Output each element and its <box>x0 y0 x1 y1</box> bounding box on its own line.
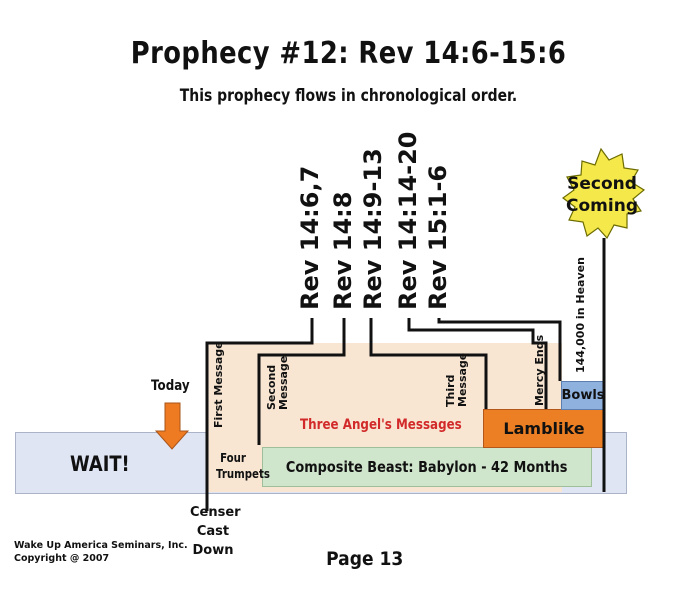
composite-beast-label: Composite Beast: Babylon - 42 Months <box>286 458 568 476</box>
composite-beast-bar: Composite Beast: Babylon - 42 Months <box>262 447 592 487</box>
today-label: Today <box>151 378 190 394</box>
mercy-ends-label: Mercy Ends <box>533 334 546 406</box>
second-coming-line-2: Coming <box>566 196 638 216</box>
third-message-label: Third Message <box>444 352 469 407</box>
rev-label-1: Rev 14:6,7 <box>296 165 324 310</box>
second-message-line-2: Message <box>277 355 290 410</box>
credit-line-2: Copyright @ 2007 <box>14 553 110 564</box>
wait-label: WAIT! <box>70 452 130 476</box>
credit-line-1: Wake Up America Seminars, Inc. <box>14 540 188 551</box>
credit: Wake Up America Seminars, Inc. Copyright… <box>14 539 188 565</box>
page-title: Prophecy #12: Rev 14:6-15:6 <box>130 36 567 71</box>
censer-line-3: Down <box>192 543 234 558</box>
four-trumpets-line-1: Four <box>220 451 246 465</box>
rev-label-3: Rev 14:9-13 <box>359 148 387 310</box>
first-message-label: First Message <box>212 341 225 428</box>
censer-line-2: Cast <box>196 524 230 539</box>
censer-label: Censer Cast Down <box>190 503 241 560</box>
lamblike-label: Lamblike <box>503 419 585 438</box>
second-coming-star-icon <box>561 147 646 240</box>
page-number: Page 13 <box>326 548 404 570</box>
heaven-label: 144,000 in Heaven <box>574 257 587 373</box>
second-coming-line-1: Second <box>567 174 637 194</box>
rev-label-5: Rev 15:1-6 <box>424 164 452 310</box>
today-arrow-icon <box>154 402 190 450</box>
second-coming-label: Second Coming <box>566 173 638 217</box>
rev-label-2: Rev 14:8 <box>329 191 357 310</box>
censer-line-1: Censer <box>190 505 241 520</box>
page-subtitle: This prophecy flows in chronological ord… <box>179 86 518 106</box>
third-message-line-2: Message <box>456 352 469 407</box>
rev-label-4: Rev 14:14-20 <box>394 131 422 310</box>
three-angels-label: Three Angel's Messages <box>300 417 462 433</box>
second-message-label: Second Message <box>265 355 290 410</box>
bowls-label: Bowls <box>561 388 605 403</box>
